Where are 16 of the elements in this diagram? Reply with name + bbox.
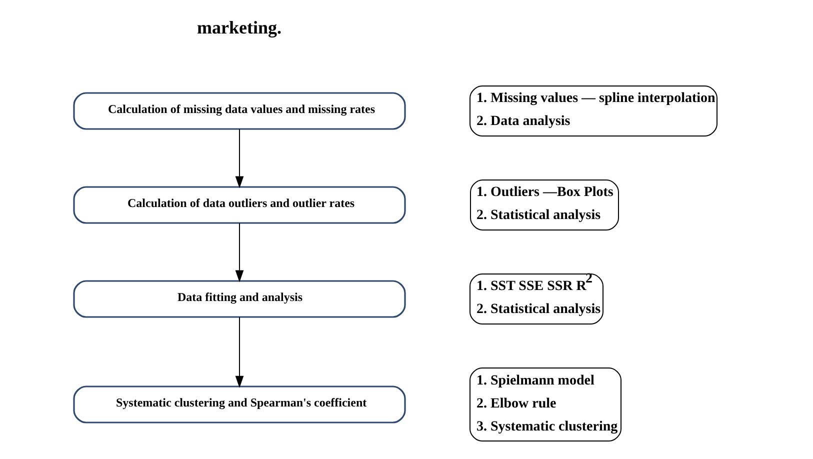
label: marketing. (197, 17, 282, 38)
arrow (235, 222, 244, 282)
node-box: Calculation of data outliers and outlier rates (73, 186, 406, 224)
node-label: 2. Statistical analysis (476, 208, 601, 224)
node-box: Systematic clustering and Spearman's coefficient (73, 386, 406, 424)
node-label: 2. Statistical analysis (476, 302, 601, 318)
arrow (235, 128, 244, 188)
node-label: 1. Spielmann model (476, 374, 594, 389)
node-label: 1. Outliers —Box Plots (476, 185, 614, 200)
node-label: 2. Elbow rule (476, 396, 556, 412)
arrow (235, 316, 244, 388)
node-label: 2. Data analysis (476, 114, 570, 130)
node-label: 3. Systematic clustering (476, 420, 618, 435)
node-label: 1. Missing values — spline interpolation (476, 91, 716, 106)
node-box: Data fitting and analysis (73, 280, 406, 318)
node-box: Calculation of missing data values and missing rates (73, 92, 406, 130)
